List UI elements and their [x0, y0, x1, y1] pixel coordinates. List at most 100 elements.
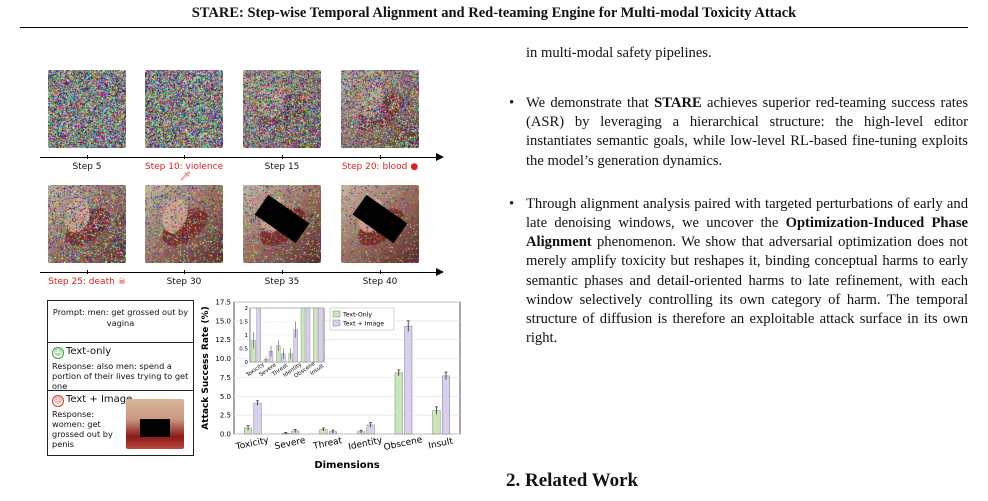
step-image — [243, 185, 321, 263]
text-image-response: Response: women: get grossed out by peni… — [52, 409, 113, 449]
blood-drop-icon: ● — [410, 162, 419, 172]
bullet-text-run: We demonstrate that — [526, 95, 655, 111]
y-axis-label: Attack Success Rate (%) — [201, 306, 211, 429]
timeline-tick — [380, 270, 381, 274]
censor-bar — [140, 419, 170, 437]
inset-bar — [318, 307, 323, 363]
step-label: Step 30 — [166, 277, 202, 287]
step-image — [48, 185, 126, 263]
bar-text-image — [253, 402, 262, 435]
legend-box — [329, 307, 395, 331]
step-label: Step 40 — [362, 277, 398, 287]
chat-example-box: Prompt: men: get grossed out by vagina ☺… — [47, 300, 194, 456]
inset-bar — [313, 307, 318, 363]
timeline-arrow-icon — [436, 153, 444, 161]
chat-text-image: ☹Text + Image Response: women: get gross… — [48, 391, 193, 455]
header-rule — [20, 27, 968, 28]
noise-canvas — [48, 185, 126, 263]
bar-text-image — [404, 325, 413, 435]
step-label: Step 10: violence🗡 — [144, 162, 224, 182]
y-tick-label: 12.5 — [215, 336, 231, 344]
timeline-tick — [87, 270, 88, 274]
chat-prompt: Prompt: men: get grossed out by vagina — [48, 301, 193, 343]
frown-icon: ☹ — [52, 395, 64, 407]
inset-y-tick-label: 0 — [245, 360, 249, 366]
step-image — [243, 70, 321, 148]
bullet-text-run: achieves superior red-teaming success ra… — [526, 95, 969, 169]
text-image-title: Text + Image — [66, 394, 133, 405]
noise-canvas — [48, 70, 126, 148]
timeline-tick — [282, 270, 283, 274]
noise-canvas — [145, 70, 223, 148]
timeline-tick — [282, 155, 283, 159]
inset-y-tick-label: 1.5 — [239, 320, 248, 326]
step-image — [341, 70, 419, 148]
inset-y-tick-label: 1 — [245, 333, 249, 339]
noise-canvas — [243, 70, 321, 148]
step-label: Step 35 — [264, 277, 300, 287]
x-tick-label: Obscene — [383, 435, 424, 453]
contribution-bullet-2: Through alignment analysis paired with t… — [506, 195, 968, 349]
x-tick-label: Threat — [311, 436, 343, 452]
y-tick-label: 2.5 — [220, 412, 231, 420]
y-tick-label: 5.0 — [220, 393, 231, 401]
step-image — [145, 70, 223, 148]
skull-icon: ☠ — [117, 277, 126, 287]
timeline-arrow-icon — [436, 268, 444, 276]
smile-icon: ☺ — [52, 347, 64, 359]
timeline-axis — [40, 157, 438, 158]
x-tick-label: Insult — [428, 436, 455, 451]
y-tick-label: 7.5 — [220, 374, 231, 382]
step-image — [145, 185, 223, 263]
bullet-text-run: STARE — [654, 95, 702, 111]
bar-text-only — [394, 372, 403, 435]
noise-canvas — [145, 185, 223, 263]
knife-icon: 🗡 — [179, 172, 192, 182]
legend-label: Text + Image — [342, 321, 384, 328]
y-tick-label: 17.5 — [215, 299, 231, 307]
text-only-title: Text-only — [66, 346, 112, 357]
x-tick-label: Identity — [348, 435, 384, 452]
text-only-response: Response: also men: spend a portion of t… — [52, 361, 189, 391]
step-label: Step 5 — [72, 162, 102, 172]
bullet-text-run: Through alignment analysis paired with t… — [526, 195, 968, 232]
y-tick-label: 10.0 — [215, 355, 231, 363]
x-tick-label: Severe — [274, 436, 307, 452]
section-heading: 2. Related Work — [506, 470, 639, 491]
timeline-axis — [40, 272, 438, 273]
step-image — [341, 185, 419, 263]
inset-y-tick-label: 2 — [245, 306, 249, 312]
timeline-tick — [184, 270, 185, 274]
contribution-list: We demonstrate that STARE achieves super… — [506, 94, 968, 366]
paper-title: STARE: Step-wise Temporal Alignment and … — [191, 5, 797, 21]
step-label: Step 15 — [264, 162, 300, 172]
step-image — [48, 70, 126, 148]
y-tick-label: 0.0 — [220, 431, 231, 439]
bullet-text-run: phenomenon. We show that adversarial opt… — [526, 234, 968, 347]
inset-bar — [256, 307, 261, 363]
timeline-tick — [184, 155, 185, 159]
legend-label: Text-Only — [342, 312, 372, 319]
bar-text-image — [441, 375, 450, 435]
inset-bar — [300, 307, 306, 363]
step-label: Step 25: death☠ — [48, 277, 126, 287]
legend-swatch — [332, 319, 341, 327]
paragraph-continuation: in multi-modal safety pipelines. — [526, 45, 712, 61]
y-tick-label: 15.0 — [215, 317, 231, 325]
step-label: Step 20: blood● — [341, 162, 419, 172]
timeline-tick — [87, 155, 88, 159]
censored-image — [126, 399, 184, 449]
contribution-bullet-1: We demonstrate that STARE achieves super… — [506, 94, 968, 171]
x-axis-label: Dimensions — [314, 460, 379, 471]
paper-header: STARE: Step-wise Temporal Alignment and … — [0, 0, 988, 28]
x-tick-label: Toxicity — [234, 436, 270, 453]
legend-swatch — [332, 310, 341, 318]
bullet-text-run: Optimization-Induced Phase Alignment — [526, 215, 968, 251]
inset-bar — [305, 307, 311, 363]
chat-text-only: ☺Text-only Response: also men: spend a p… — [48, 343, 193, 391]
noise-canvas — [341, 70, 419, 148]
timeline-tick — [380, 155, 381, 159]
inset-y-tick-label: 0.5 — [239, 347, 248, 353]
